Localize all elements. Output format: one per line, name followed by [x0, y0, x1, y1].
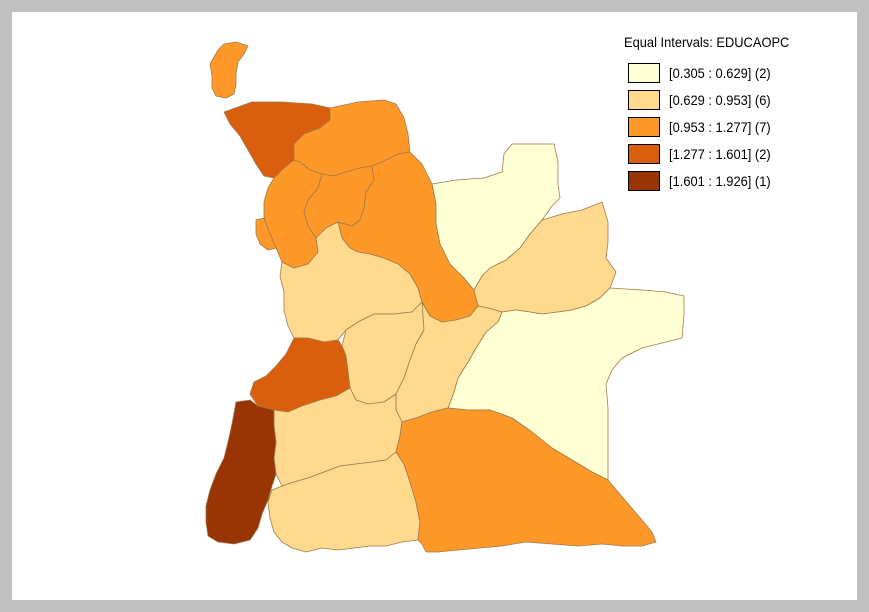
region-cuando-cubango[interactable]: [395, 407, 657, 553]
legend-row: [0.629 : 0.953] (6): [624, 87, 852, 113]
legend-label: [0.953 : 1.277] (7): [669, 119, 771, 135]
legend-label: [0.629 : 0.953] (6): [669, 92, 771, 108]
legend-swatch: [628, 171, 660, 191]
region-kwanza-sul[interactable]: [279, 221, 423, 343]
region-cunene[interactable]: [267, 451, 421, 553]
legend-label: [1.601 : 1.926] (1): [669, 173, 771, 189]
region-bie[interactable]: [395, 301, 503, 423]
legend-swatch: [628, 90, 660, 110]
legend-row: [1.601 : 1.926] (1): [624, 168, 852, 194]
map-canvas: Equal Intervals: EDUCAOPC [0.305 : 0.629…: [12, 12, 857, 600]
legend-row: [1.277 : 1.601] (2): [624, 141, 852, 167]
legend-title: Equal Intervals: EDUCAOPC: [624, 34, 790, 50]
legend-rows: [0.305 : 0.629] (2) [0.629 : 0.953] (6) …: [624, 60, 852, 194]
region-cabinda[interactable]: [209, 41, 249, 99]
choropleth-map: [205, 41, 685, 553]
legend-row: [0.305 : 0.629] (2): [624, 60, 852, 86]
map-legend: Equal Intervals: EDUCAOPC [0.305 : 0.629…: [624, 34, 852, 195]
legend-swatch: [628, 144, 660, 164]
legend-label: [0.305 : 0.629] (2): [669, 65, 771, 81]
region-luanda[interactable]: [255, 217, 277, 251]
legend-swatch: [628, 63, 660, 83]
legend-swatch: [628, 117, 660, 137]
region-namibe[interactable]: [205, 399, 277, 545]
legend-label: [1.277 : 1.601] (2): [669, 146, 771, 162]
legend-row: [0.953 : 1.277] (7): [624, 114, 852, 140]
